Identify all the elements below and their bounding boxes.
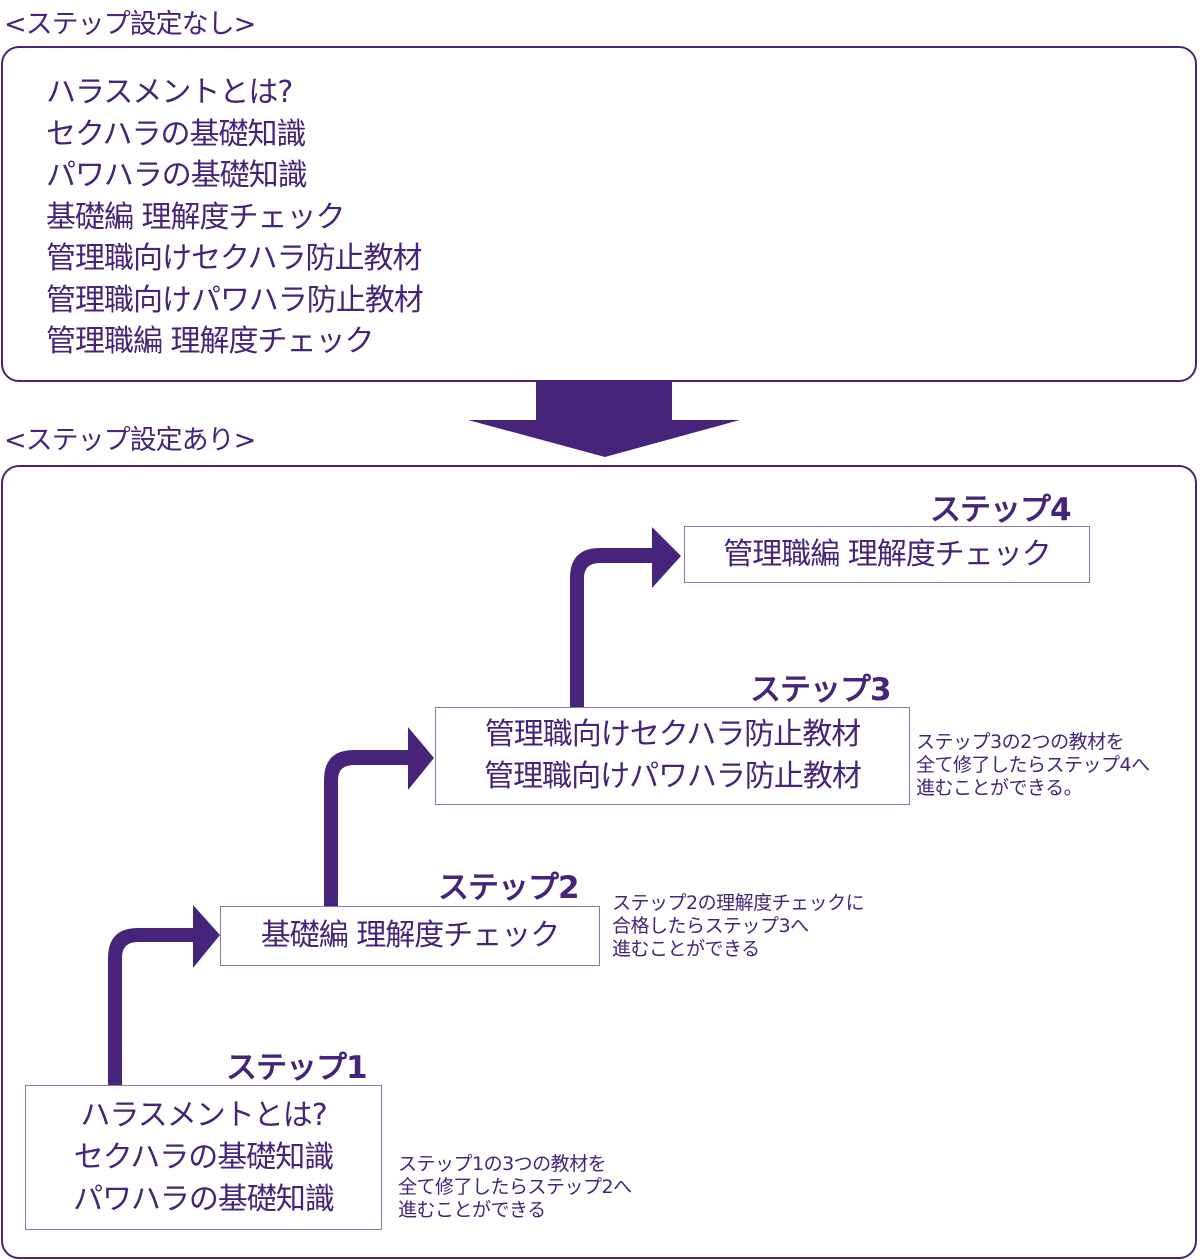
step-item: セクハラの基礎知識	[73, 1139, 334, 1175]
step-3-label: ステップ3	[750, 672, 892, 708]
step-arrow-icon	[570, 527, 681, 707]
heading-no-steps: <ステップ設定なし>	[4, 9, 256, 40]
note-line: 全て修了したらステップ2へ	[398, 1176, 632, 1198]
list-item: 管理職向けパワハラ防止教材	[46, 282, 424, 318]
note-line: 全て修了したらステップ4へ	[916, 754, 1150, 776]
note-line: 進むことができる	[398, 1199, 546, 1221]
list-item: 基礎編 理解度チェック	[46, 199, 346, 235]
step-item: 管理職向けセクハラ防止教材	[484, 717, 861, 752]
course-list: ハラスメントとは? セクハラの基礎知識 パワハラの基礎知識 基礎編 理解度チェッ…	[46, 72, 424, 363]
step-1-note: ステップ1の3つの教材を 全て修了したらステップ2へ 進むことができる	[398, 1153, 632, 1222]
heading-with-steps: <ステップ設定あり>	[4, 425, 256, 456]
note-line: ステップ2の理解度チェックに	[612, 892, 865, 914]
step-2-label: ステップ2	[438, 870, 580, 906]
step-3-note: ステップ3の2つの教材を 全て修了したらステップ4へ 進むことができる。	[916, 731, 1150, 800]
step-1-box: ハラスメントとは? セクハラの基礎知識 パワハラの基礎知識	[25, 1085, 382, 1230]
note-line: 合格したらステップ3へ	[612, 915, 809, 937]
note-line: ステップ3の2つの教材を	[916, 731, 1125, 753]
step-arrow-icon	[324, 727, 434, 906]
step-2-note: ステップ2の理解度チェックに 合格したらステップ3へ 進むことができる	[612, 892, 865, 961]
note-line: 進むことができる。	[916, 777, 1083, 799]
step-1-label: ステップ1	[226, 1050, 368, 1086]
list-item: 管理職編 理解度チェック	[46, 324, 375, 359]
step-arrow-icon	[108, 905, 220, 1086]
step-4-box: 管理職編 理解度チェック	[684, 526, 1090, 583]
list-item: パワハラの基礎知識	[46, 158, 308, 193]
note-line: 進むことができる	[612, 938, 760, 960]
step-item: パワハラの基礎知識	[73, 1181, 335, 1217]
down-arrow-icon	[468, 381, 740, 457]
step-item: 基礎編 理解度チェック	[260, 918, 561, 953]
step-item: 管理職編 理解度チェック	[723, 536, 1052, 572]
panel-no-steps	[1, 46, 1197, 382]
step-3-box: 管理職向けセクハラ防止教材 管理職向けパワハラ防止教材	[435, 707, 910, 805]
step-item: ハラスメントとは?	[80, 1097, 327, 1133]
step-item: 管理職向けパワハラ防止教材	[484, 759, 862, 794]
note-line: ステップ1の3つの教材を	[398, 1153, 607, 1175]
list-item: 管理職向けセクハラ防止教材	[46, 241, 422, 276]
list-item: セクハラの基礎知識	[46, 116, 306, 152]
list-item: ハラスメントとは?	[46, 75, 293, 110]
step-4-label: ステップ4	[930, 492, 1072, 528]
step-2-box: 基礎編 理解度チェック	[220, 906, 600, 966]
